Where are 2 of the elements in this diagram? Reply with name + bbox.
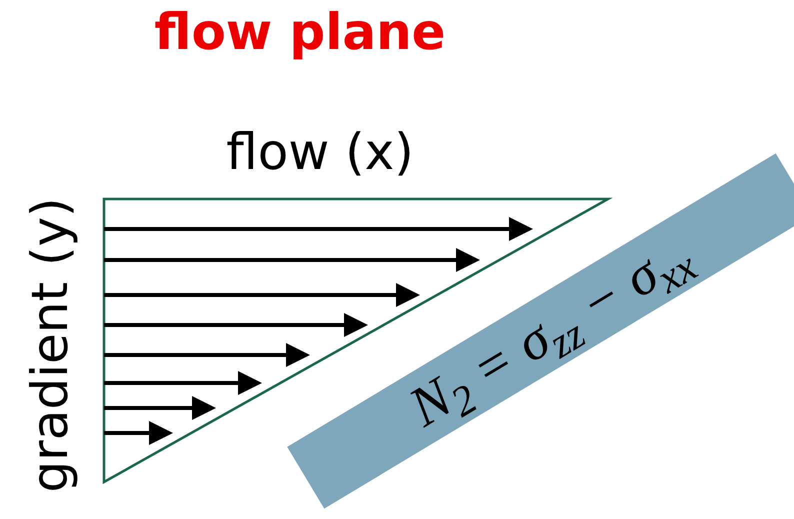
title: flow plane [153, 2, 447, 62]
axis-label: gradient (y) [20, 196, 80, 495]
